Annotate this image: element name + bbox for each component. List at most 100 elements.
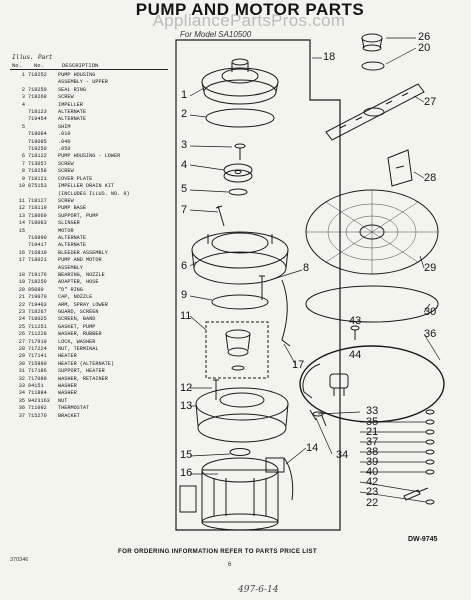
part-number: 9423163 <box>28 397 50 404</box>
part-description: ADAPTER, HOSE <box>58 279 99 286</box>
part-description: BEARING, NOZZLE <box>58 271 105 278</box>
illus-number: 15 <box>18 227 25 234</box>
part-number: 95080 <box>28 286 44 293</box>
part-number: 716890 <box>28 234 47 241</box>
heater-support <box>302 363 321 399</box>
header-part: Part <box>38 54 53 61</box>
part-number: 717224 <box>28 346 47 353</box>
part-description: .010 <box>58 131 71 138</box>
drawing-code: DW-9745 <box>408 536 438 543</box>
part-number: 718083 <box>28 220 47 227</box>
callout-34: 34 <box>336 449 349 461</box>
callout-27: 27 <box>424 96 437 108</box>
part-number: 719070 <box>28 294 47 301</box>
part-description: IMPELLER DRAIN KIT <box>58 183 115 190</box>
part-number: 711251 <box>28 323 47 330</box>
part-number: 718267 <box>28 309 47 315</box>
part-number: 718127 <box>28 197 47 204</box>
illus-number: 25 <box>18 323 25 330</box>
illus-number: 36 <box>18 405 25 412</box>
callout-43: 43 <box>349 315 362 327</box>
callout-1: 1 <box>181 89 188 101</box>
illus-number: 20 <box>18 286 25 293</box>
callout-9: 9 <box>181 289 188 301</box>
part-description: ALTERNATE <box>58 116 87 123</box>
screw-8 <box>259 275 265 300</box>
illus-number: 4 <box>21 101 25 108</box>
part-description: SEAL RING <box>58 86 87 93</box>
callout-38: 38 <box>366 446 379 458</box>
illus-number: 18 <box>18 271 25 278</box>
callout-21: 21 <box>366 426 379 438</box>
illus-number: 10 <box>18 183 25 190</box>
part-description: ALTERNATE <box>58 242 87 249</box>
part-description: COVER PLATE <box>58 175 93 182</box>
parts-row: 719454 ALTERNATE <box>10 116 168 123</box>
part-description: PUMP HOUSING - LOWER <box>58 153 121 160</box>
part-number: 717186 <box>28 368 47 375</box>
upper-pump-housing <box>201 58 279 105</box>
part-number: 718121 <box>28 175 47 182</box>
header-no-2: No. <box>34 62 44 69</box>
footer-page-number: 6 <box>228 562 232 568</box>
part-description: BLEEDER ASSEMBLY <box>58 249 108 256</box>
illus-number: 1 <box>21 72 25 78</box>
part-number: 719454 <box>28 116 47 123</box>
drain-kit-box <box>205 321 269 379</box>
part-description: SUPPORT, PUMP <box>58 212 99 219</box>
part-number: 718252 <box>28 72 47 78</box>
illus-number: 27 <box>18 338 25 345</box>
illus-number: 17 <box>18 257 25 264</box>
illus-number: 22 <box>18 301 25 308</box>
callout-22: 22 <box>366 497 379 509</box>
part-description: GASKET, PUMP <box>58 323 96 330</box>
part-number: 875153 <box>28 183 47 190</box>
illus-number: 29 <box>18 353 25 360</box>
callout-33: 33 <box>366 405 379 417</box>
callout-30: 30 <box>424 306 437 318</box>
part-number: 718258 <box>28 168 47 175</box>
header-illus: Illus. <box>12 54 34 61</box>
callout-36: 36 <box>424 328 437 340</box>
part-description: NUT, TERMINAL <box>58 346 99 353</box>
part-description: NUT <box>58 397 68 404</box>
spray-arm <box>325 83 425 141</box>
parts-row: 719084.010 <box>10 131 168 138</box>
screw-7 <box>215 205 225 227</box>
part-number: 719085 <box>28 138 47 145</box>
part-number: 94151 <box>28 383 44 390</box>
illus-number: 37 <box>18 412 25 419</box>
part-number: 718268 <box>28 94 47 101</box>
callout-3: 3 <box>181 139 188 151</box>
callout-23: 23 <box>366 486 379 498</box>
callout-15: 15 <box>180 449 193 461</box>
footer-handwriting: 497-6-14 <box>238 585 279 595</box>
part-description: MOTOR <box>58 227 74 234</box>
part-number: 718119 <box>28 205 47 212</box>
callout-16: 16 <box>180 467 193 479</box>
part-description: .050 <box>58 146 71 153</box>
nozzle-bearing <box>361 33 383 52</box>
ordering-instruction: FOR ORDERING INFORMATION REFER TO PARTS … <box>118 548 317 555</box>
illus-number: 14 <box>18 220 25 227</box>
lower-pump-housing <box>191 231 289 285</box>
callout-35: 35 <box>366 416 379 428</box>
part-description: WASHER <box>58 383 77 390</box>
parts-row: (INCLUDES ILLUS. NO. 9) <box>10 191 168 198</box>
callout-6: 6 <box>181 260 188 272</box>
callout-5: 5 <box>181 183 188 195</box>
part-number: 715270 <box>28 412 47 419</box>
